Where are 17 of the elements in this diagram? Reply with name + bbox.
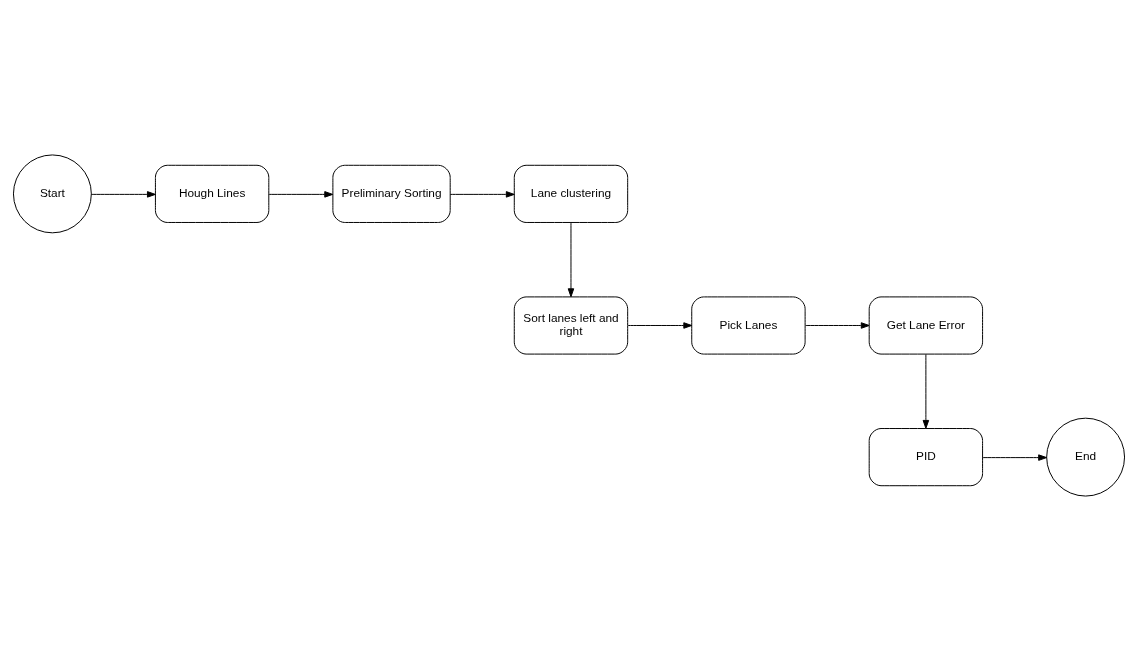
node-box: Sort lanes left and right — [513, 296, 629, 355]
node-box: Preliminary Sorting — [332, 164, 451, 223]
arrow — [449, 191, 515, 198]
arrow — [627, 322, 693, 329]
node-circle: End — [1046, 417, 1126, 497]
arrow — [567, 222, 575, 298]
node-circle: Start — [12, 154, 92, 234]
arrow — [982, 454, 1048, 461]
arrow — [90, 191, 156, 198]
node-box: Lane clustering — [513, 164, 629, 223]
arrow — [805, 322, 870, 329]
node-box: Get Lane Error — [868, 296, 984, 355]
node-box: PID — [868, 428, 984, 487]
arrow — [922, 353, 930, 429]
node-box: Hough Lines — [154, 164, 270, 223]
node-box: Pick Lanes — [691, 296, 806, 355]
arrow — [268, 191, 334, 198]
